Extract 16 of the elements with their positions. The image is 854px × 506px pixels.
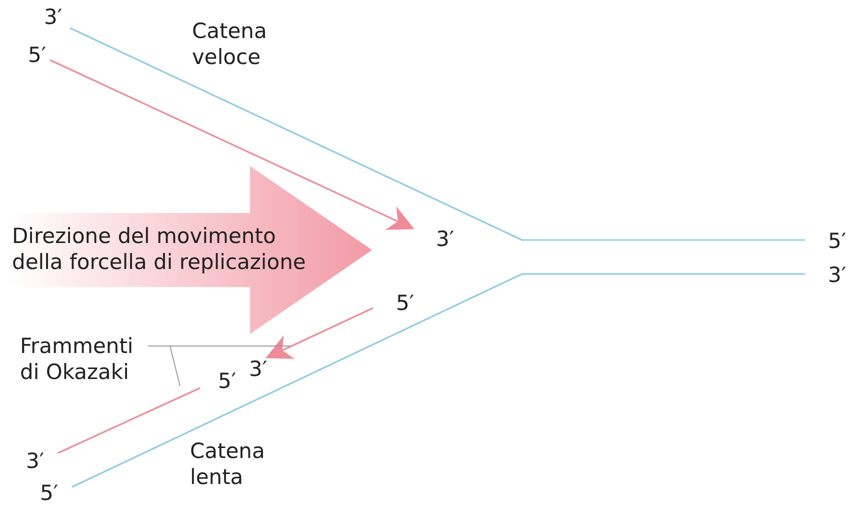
end-label: 3′ [436,226,454,252]
okazaki-fragment [266,307,374,359]
arrow-label: Direzione del movimento della forcella di replicazione [12,223,307,275]
callout-label: Frammenti di Okazaki [20,333,148,385]
end-label: 5′ [828,228,846,254]
end-label: 5′ [396,290,414,316]
end-label: 3′ [828,262,846,288]
end-label: 3′ [44,4,62,30]
end-label: 3′ [249,356,268,382]
end-label: 5′ [28,42,46,68]
strand-label: Catena veloce [192,18,268,70]
end-label: 5′ [40,480,58,506]
end-label: 3′ [26,448,44,474]
end-label: 5′ [218,368,236,394]
strand-label: Catena lenta [190,438,266,490]
leader-line [148,346,180,386]
